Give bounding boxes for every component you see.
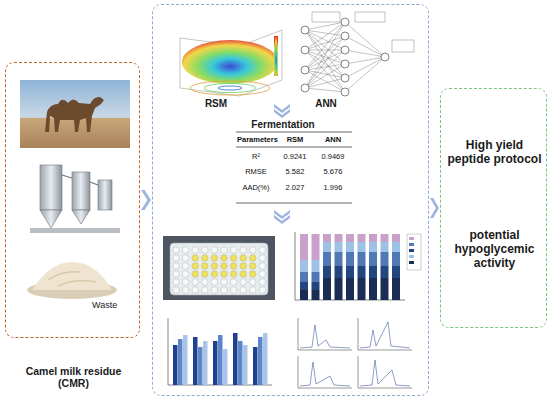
milk-residue-powder xyxy=(27,262,117,299)
flow-arrow xyxy=(430,198,439,218)
rsm-surface-plot xyxy=(180,30,282,96)
panel-text: ANN xyxy=(306,98,346,110)
panel-box: High yield peptide protocol potential hyp… xyxy=(440,88,547,328)
table-cell: Parameters xyxy=(237,136,275,144)
table-cell: R² xyxy=(237,153,275,161)
camel-photo xyxy=(20,80,130,148)
ann-network xyxy=(301,12,414,96)
table-cell: RMSE xyxy=(237,168,275,176)
table-cell: 5.676 xyxy=(314,168,352,176)
panel-box: WasteCamel milk residue (CMR) xyxy=(5,62,140,338)
panel-text: High yield peptide protocol xyxy=(445,139,544,167)
flow-arrow xyxy=(141,190,151,210)
table-rules xyxy=(236,132,352,203)
panel-text: Fermentation xyxy=(238,119,328,131)
panel-text: potential hypoglycemic activity xyxy=(445,229,544,270)
panel-text: Waste xyxy=(92,300,132,310)
table-cell: AAD(%) xyxy=(237,184,275,192)
grouped-bar-chart xyxy=(168,318,272,385)
table-cell: ANN xyxy=(314,136,352,144)
table-cell: 0.9469 xyxy=(314,153,352,161)
table-cell: 2.027 xyxy=(276,184,314,192)
panel-box: RSMANNFermentation xyxy=(152,4,429,396)
chromatogram-panels xyxy=(298,318,412,388)
panel-text: Camel milk residue (CMR) xyxy=(12,365,135,389)
table-cell: 0.9241 xyxy=(276,153,314,161)
table-cell: 5.582 xyxy=(276,168,314,176)
table-cell: RSM xyxy=(276,136,314,144)
stacked-bar-chart xyxy=(295,232,421,300)
spray-dryer xyxy=(30,165,120,233)
well-plate-photo xyxy=(163,236,275,300)
table-cell: 1.996 xyxy=(314,184,352,192)
panel-text: RSM xyxy=(196,98,236,110)
